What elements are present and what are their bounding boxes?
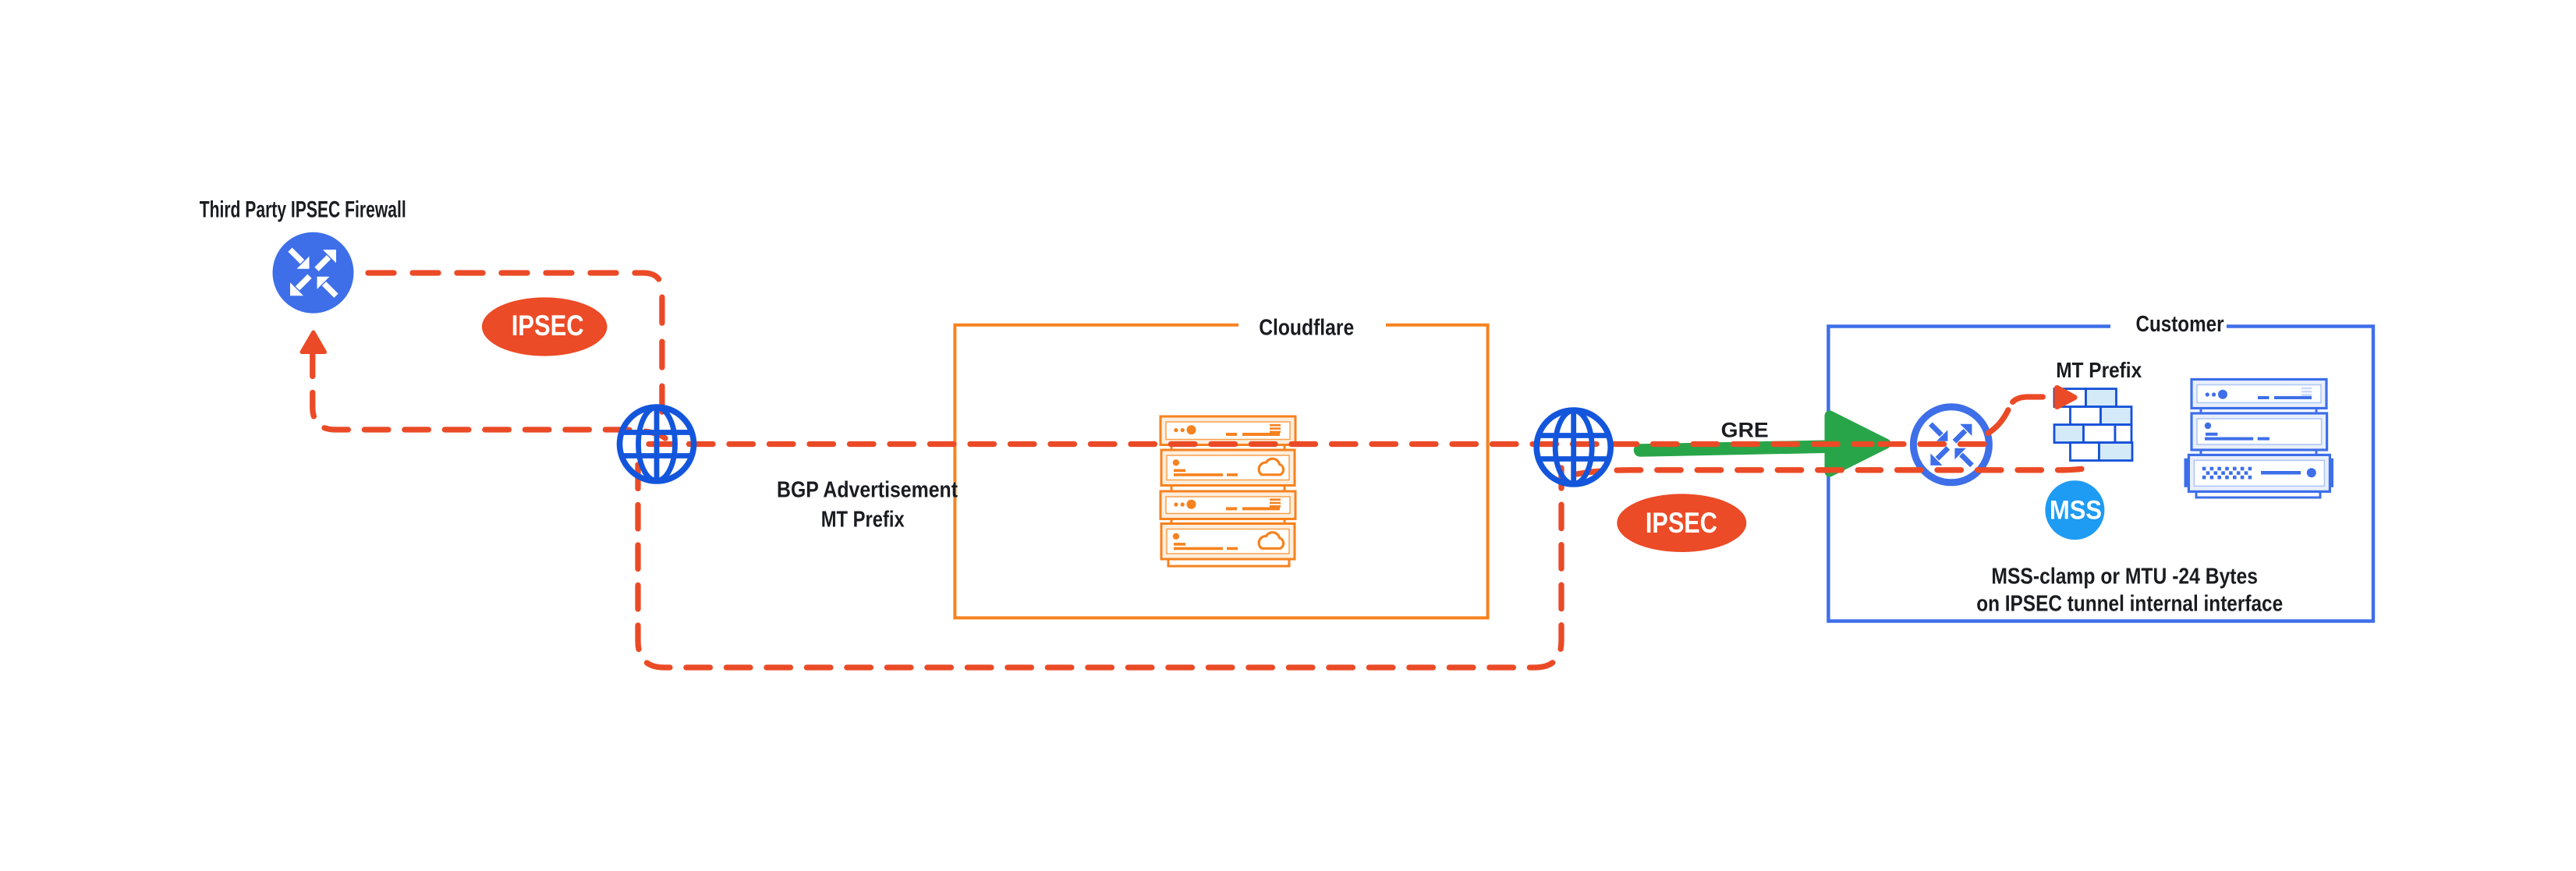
svg-text:on IPSEC tunnel internal inter: on IPSEC tunnel internal interface (1976, 592, 2283, 617)
svg-text:MSS-clamp or MTU -24 Bytes: MSS-clamp or MTU -24 Bytes (1991, 564, 2258, 589)
svg-text:MSS: MSS (2050, 496, 2102, 526)
svg-text:MT Prefix: MT Prefix (2056, 358, 2142, 382)
svg-text:Cloudflare: Cloudflare (1259, 315, 1354, 340)
svg-text:Third Party IPSEC Firewall: Third Party IPSEC Firewall (200, 197, 406, 223)
svg-text:BGP Advertisement: BGP Advertisement (777, 477, 958, 502)
svg-text:MT Prefix: MT Prefix (821, 508, 905, 533)
svg-text:IPSEC: IPSEC (512, 310, 584, 342)
svg-text:GRE: GRE (1721, 418, 1769, 441)
svg-text:Customer: Customer (2136, 312, 2224, 337)
svg-text:IPSEC: IPSEC (1646, 507, 1717, 539)
